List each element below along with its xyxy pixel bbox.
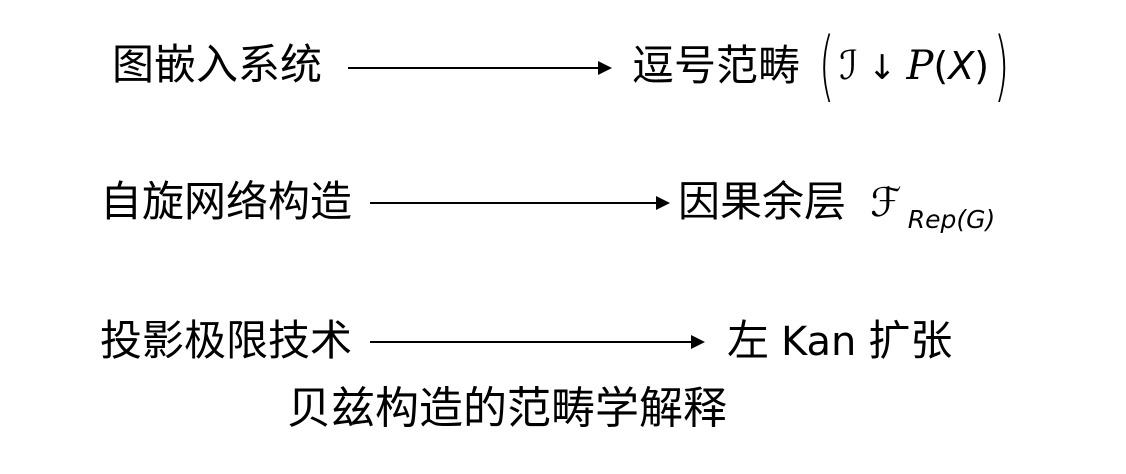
row1-arrowhead-icon	[598, 61, 612, 75]
big-close-paren: )	[993, 21, 1010, 111]
script-p-symbol: P	[906, 43, 934, 89]
row3-arrow-shaft	[370, 341, 694, 343]
script-f-symbol: ℱ	[870, 180, 902, 226]
row1-target-label: 逗号范畴	[632, 40, 801, 90]
row1-source-label: 图嵌入系统	[112, 40, 323, 89]
inner-open-paren: (	[933, 44, 949, 88]
inner-close-paren: )	[974, 44, 990, 88]
diagram-caption: 贝兹构造的范畴学解释	[287, 383, 727, 434]
row2-source-label: 自旋网络构造	[100, 177, 353, 226]
row3-target-prefix: 左	[727, 316, 770, 365]
row2-target: 因果余层 ℱ Rep(G)	[678, 177, 995, 234]
row3-source-label: 投影极限技术	[100, 316, 353, 365]
row3-arrowhead-icon	[691, 335, 705, 349]
row1-target: 逗号范畴 ( ℐ ↓ P ( X ) )	[632, 21, 1014, 111]
row2-arrow	[370, 195, 670, 211]
row2-target-label: 因果余层	[678, 177, 847, 226]
script-i-symbol: ℐ	[839, 43, 858, 89]
row1-arrow	[348, 60, 612, 76]
big-open-paren: (	[818, 21, 835, 111]
row1-arrow-shaft	[348, 67, 601, 69]
down-arrow-symbol: ↓	[867, 48, 897, 88]
row3-arrow	[370, 334, 705, 350]
kan-latin-text: Kan	[781, 319, 857, 365]
row2-arrowhead-icon	[656, 196, 670, 210]
row2-arrow-shaft	[370, 202, 659, 204]
rep-g-subscript: Rep(G)	[907, 205, 996, 234]
var-x-symbol: X	[948, 44, 975, 88]
row3-target-suffix: 扩张	[868, 316, 953, 365]
